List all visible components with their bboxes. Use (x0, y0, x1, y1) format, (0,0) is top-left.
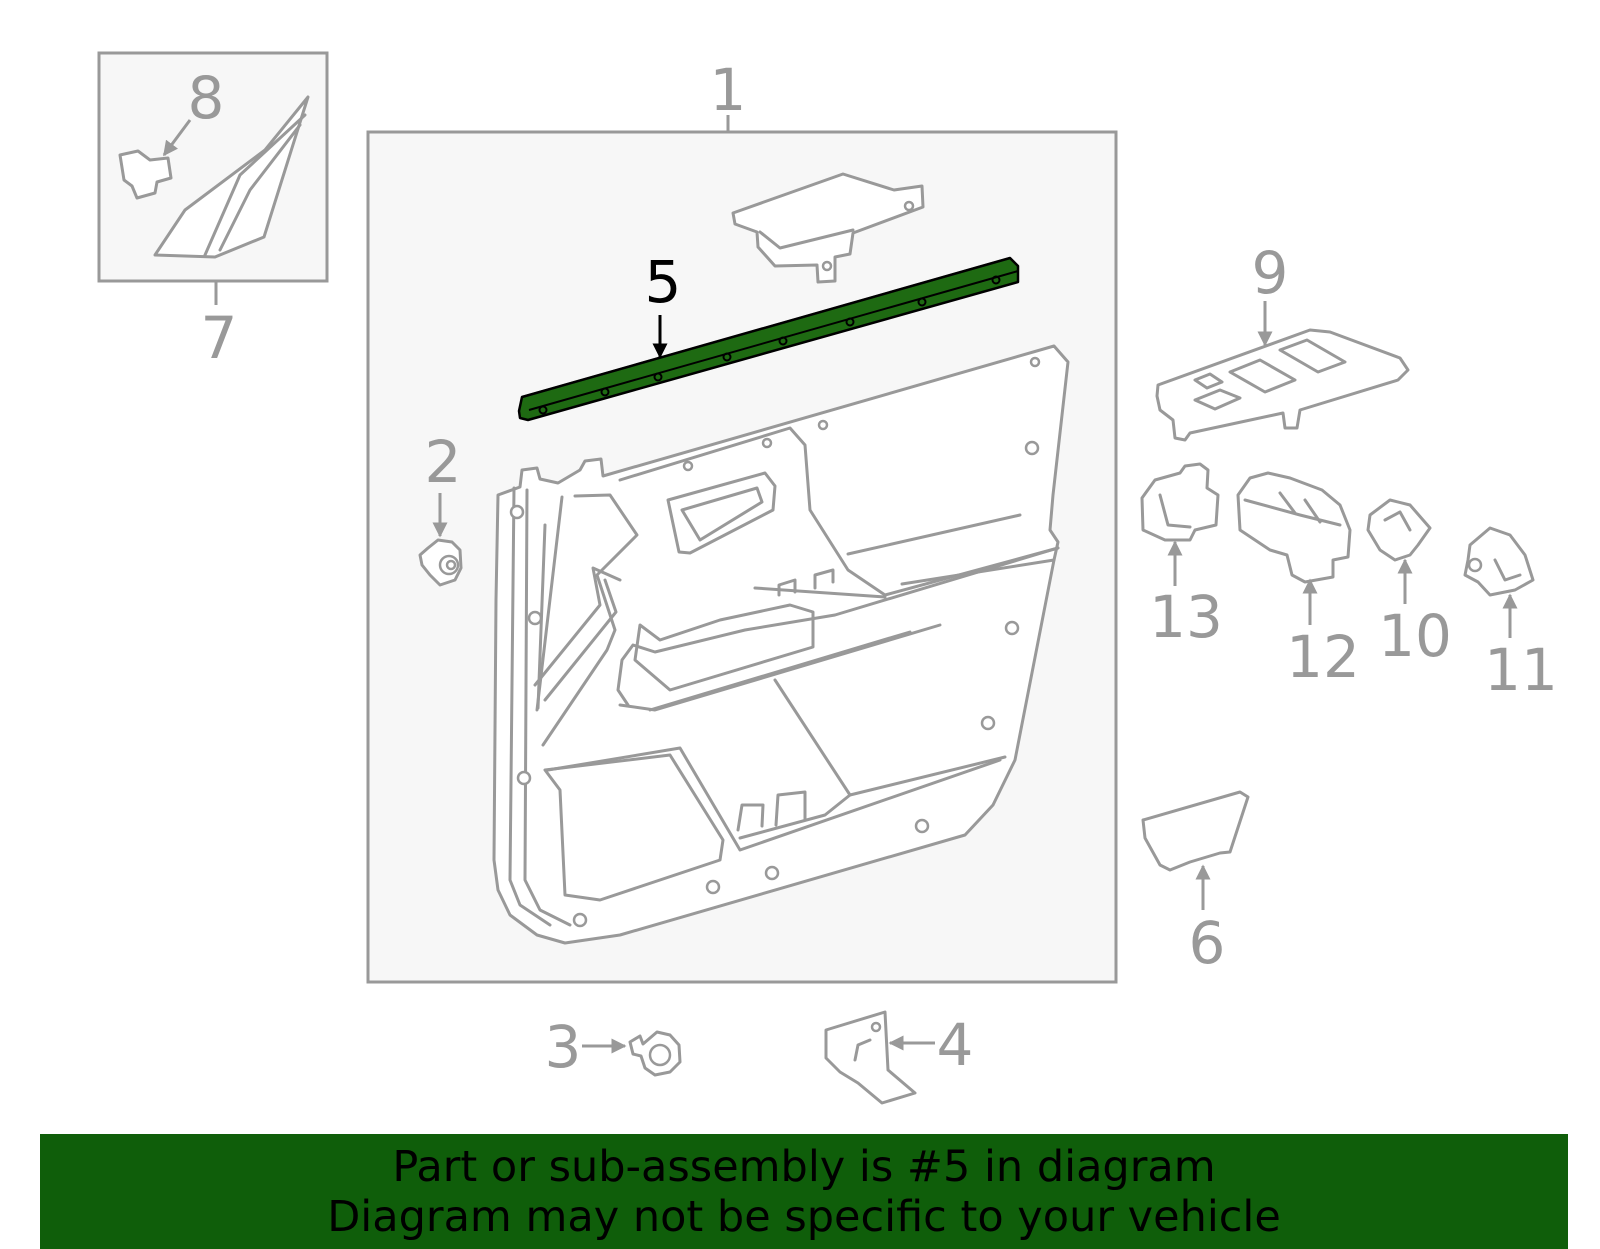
info-banner: Part or sub-assembly is #5 in diagram Di… (40, 1134, 1568, 1249)
callout-3: 3 (545, 1013, 582, 1081)
banner-line-part: Part or sub-assembly is #5 in diagram (392, 1142, 1216, 1192)
banner-line-disclaimer: Diagram may not be specific to your vehi… (327, 1192, 1281, 1242)
part-9-switch-base (1155, 301, 1410, 442)
callout-1: 1 (710, 56, 747, 124)
callout-10: 10 (1378, 602, 1452, 670)
part-12-switch (1236, 471, 1352, 625)
callout-9: 9 (1252, 239, 1289, 307)
part-10-switch (1366, 498, 1432, 604)
part-2-clip (418, 493, 463, 587)
callout-7: 7 (201, 304, 238, 372)
callout-5: 5 (645, 248, 682, 316)
part-3-screw (582, 1030, 682, 1077)
door-panel-part-1 (492, 344, 1070, 945)
upper-bracket (731, 172, 925, 284)
part-8-clip (118, 119, 192, 200)
callout-4: 4 (937, 1011, 974, 1079)
part-4-bracket (824, 1010, 935, 1105)
part-5-belt-moulding (517, 256, 1020, 422)
callout-6: 6 (1189, 909, 1226, 977)
part-11-switch (1463, 526, 1535, 638)
callout-13: 13 (1149, 583, 1223, 651)
callout-2: 2 (425, 428, 462, 496)
callout-8: 8 (188, 64, 225, 132)
callout-11: 11 (1484, 636, 1558, 704)
part-13-switch (1140, 462, 1220, 586)
part-6-cover (1141, 790, 1250, 910)
callout-12: 12 (1286, 623, 1360, 691)
